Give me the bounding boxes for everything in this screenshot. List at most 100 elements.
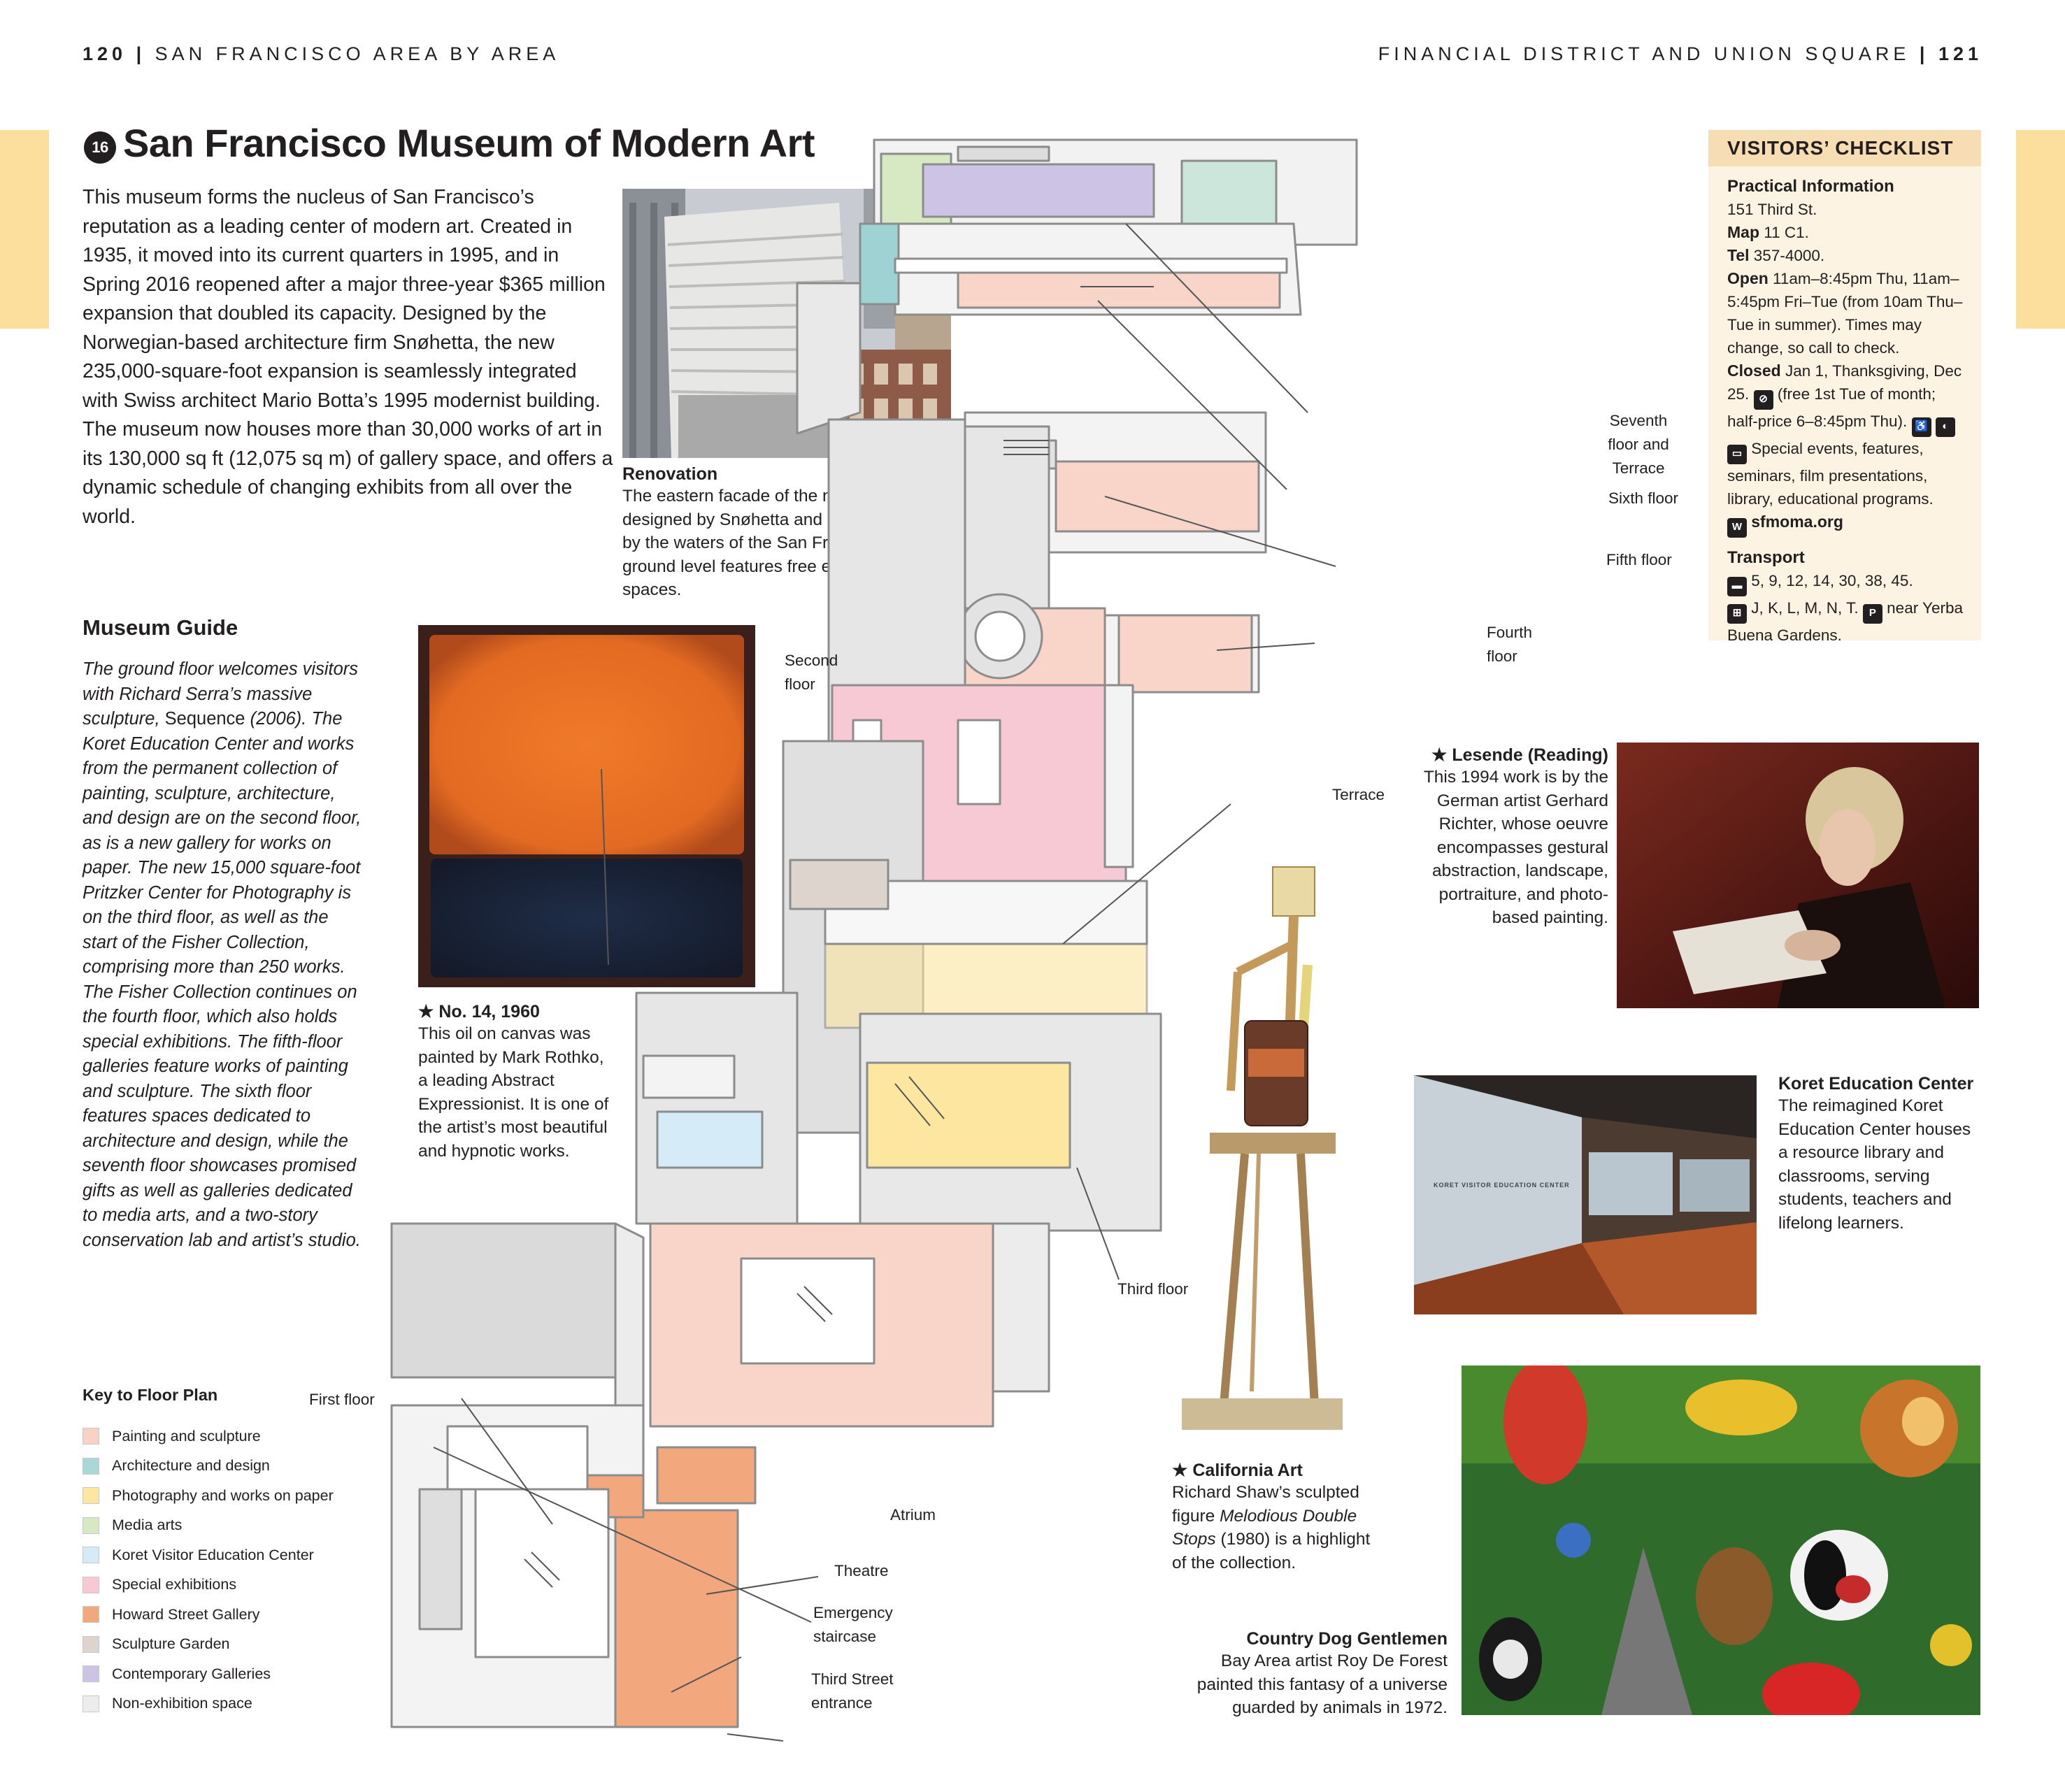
right-section-title: FINANCIAL DISTRICT AND UNION SQUARE	[1378, 43, 1910, 64]
key-label: Koret Visitor Education Center	[112, 1546, 314, 1563]
key-item: Painting and sculpture	[83, 1421, 334, 1451]
label-terrace: Terrace	[1332, 786, 1385, 803]
events-icon: ▭	[1727, 445, 1747, 464]
tel-label: Tel	[1727, 246, 1750, 264]
checklist-heading: VISITORS’ CHECKLIST	[1708, 130, 1981, 166]
left-page-number: 120	[83, 43, 127, 64]
key-item: Photography and works on paper	[83, 1481, 334, 1511]
country-dog-painting	[1462, 1365, 1980, 1715]
address: 151 Third St.	[1727, 201, 1817, 218]
key-title: Key to Floor Plan	[83, 1386, 218, 1404]
label-theatre: Theatre	[834, 1562, 889, 1579]
richter-painting	[1617, 743, 1979, 1008]
country-dog-caption-title: Country Dog Gentlemen	[1246, 1629, 1448, 1649]
label-seventh-floor: Seventh floor and Terrace	[1608, 412, 1669, 477]
key-label: Photography and works on paper	[112, 1486, 334, 1504]
california-work-title: Melodious Double Stops	[1172, 1506, 1357, 1549]
california-art-caption: ★ California Art Richard Shaw’s sculpted…	[1172, 1460, 1389, 1575]
museum-guide-text: The ground floor welcomes visitors with …	[83, 657, 362, 1253]
label-first-floor: First floor	[309, 1391, 375, 1408]
muni-value: J, K, L, M, N, T.	[1751, 599, 1859, 617]
key-label: Sculpture Garden	[112, 1635, 230, 1653]
right-running-head: FINANCIAL DISTRICT AND UNION SQUARE | 12…	[1378, 43, 1982, 64]
california-art-caption-title: ★ California Art	[1172, 1461, 1303, 1480]
rothko-caption-text: This oil on canvas was painted by Mark R…	[418, 1024, 609, 1161]
california-text-after: (1980) is a highlight of the collection.	[1172, 1530, 1371, 1572]
label-emergency-staircase: Emergency staircase	[813, 1604, 893, 1645]
key-swatch	[83, 1665, 99, 1683]
left-running-head: 120 | SAN FRANCISCO AREA BY AREA	[83, 43, 560, 64]
country-dog-caption: Country Dog Gentlemen Bay Area artist Ro…	[1161, 1629, 1448, 1720]
tel-line: Tel 357-4000.	[1727, 244, 1981, 267]
rothko-painting	[418, 625, 755, 987]
key-swatch	[83, 1487, 99, 1505]
key-label: Architecture and design	[112, 1457, 270, 1475]
museum-guide-heading: Museum Guide	[83, 615, 238, 640]
key-label: Howard Street Gallery	[112, 1605, 260, 1623]
richter-caption: ★ Lesende (Reading) This 1994 work is by…	[1413, 745, 1608, 930]
no-photography-icon: ⊘	[1753, 390, 1773, 410]
koret-caption: Koret Education Center The reimagined Ko…	[1778, 1074, 1981, 1235]
key-item: Non-exhibition space	[83, 1689, 334, 1719]
muni-icon: ⊞	[1727, 604, 1747, 624]
fee-value: (free 1st Tue of month; half-price 6–8:4…	[1727, 385, 1936, 430]
key-swatch	[83, 1428, 99, 1445]
koret-caption-text: The reimagined Koret Education Center ho…	[1778, 1096, 1971, 1233]
country-dog-caption-text: Bay Area artist Roy De Forest painted th…	[1196, 1651, 1448, 1717]
koret-photo	[1414, 1075, 1757, 1314]
intro-paragraph: This museum forms the nucleus of San Fra…	[83, 186, 613, 528]
closed-value: Jan 1, Thanksgiving, Dec 25.	[1727, 362, 1962, 403]
bus-icon: ▬	[1727, 577, 1747, 596]
key-label: Media arts	[112, 1517, 183, 1534]
open-value: 11am–8:45pm Thu, 11am–5:45pm Fri–Tue (fr…	[1727, 270, 1963, 357]
key-item: Architecture and design	[83, 1451, 334, 1482]
koret-caption-title: Koret Education Center	[1778, 1074, 1974, 1094]
label-third-floor: Third floor	[1117, 1280, 1189, 1298]
label-third-street-entrance: Third Street entrance	[811, 1670, 894, 1712]
key-swatch	[83, 1547, 99, 1564]
website-line: W sfmoma.org	[1727, 510, 1981, 538]
key-item: Howard Street Gallery	[83, 1600, 334, 1630]
right-page-number: 121	[1938, 43, 1982, 64]
events-value: Special events, features, seminars, film…	[1727, 440, 1934, 508]
key-swatch	[83, 1606, 99, 1623]
closed-label: Closed	[1727, 361, 1781, 380]
audio-guide-icon: ◐	[1935, 417, 1955, 437]
entry-number-badge: 16	[84, 131, 116, 164]
key-label: Painting and sculpture	[112, 1427, 261, 1445]
label-sixth-floor: Sixth floor	[1608, 489, 1679, 507]
map-line: Map 11 C1.	[1727, 221, 1981, 244]
open-label: Open	[1727, 269, 1769, 287]
rothko-caption-title: ★ No. 14, 1960	[418, 1002, 540, 1022]
label-fifth-floor: Fifth floor	[1606, 551, 1672, 568]
koret-screen-text: KORET VISITOR EDUCATION CENTER	[1434, 1182, 1570, 1189]
key-swatch	[83, 1457, 99, 1475]
rothko-caption: ★ No. 14, 1960 This oil on canvas was pa…	[418, 1001, 614, 1163]
parking-value: near Yerba Buena Gardens.	[1727, 599, 1964, 644]
label-second-floor: Second floor	[785, 652, 838, 693]
guide-text-after: (2006). The Koret Education Center and w…	[83, 709, 362, 1250]
parking-icon: P	[1862, 604, 1882, 624]
muni-line: ⊞ J, K, L, M, N, T. P near Yerba Buena G…	[1727, 596, 1965, 647]
website-icon: W	[1727, 518, 1747, 538]
key-label: Contemporary Galleries	[112, 1665, 271, 1682]
california-art-sculpture	[1175, 860, 1357, 1433]
label-atrium: Atrium	[890, 1506, 936, 1524]
tel-value: 357-4000.	[1753, 247, 1825, 264]
key-label: Non-exhibition space	[112, 1695, 252, 1712]
bus-value: 5, 9, 12, 14, 30, 38, 45.	[1751, 572, 1913, 589]
guide-text-before: The ground floor welcomes visitors with …	[83, 659, 358, 729]
key-label: Special exhibitions	[112, 1576, 237, 1593]
visitors-checklist: VISITORS’ CHECKLIST Practical Informatio…	[1708, 130, 1981, 644]
richter-caption-title: ★ Lesende (Reading)	[1431, 745, 1608, 765]
transport-title: Transport	[1727, 548, 1805, 567]
richter-caption-text: This 1994 work is by the German artist G…	[1423, 768, 1608, 927]
key-swatch	[83, 1695, 99, 1712]
california-text-before: Richard Shaw’s sculpted figure	[1172, 1483, 1359, 1526]
key-item: Koret Visitor Education Center	[83, 1540, 334, 1570]
map-value: 11 C1.	[1764, 224, 1809, 241]
website[interactable]: sfmoma.org	[1751, 512, 1843, 531]
key-item: Sculpture Garden	[83, 1630, 334, 1660]
events-line: ▭ Special events, features, seminars, fi…	[1727, 437, 1965, 510]
left-section-title: SAN FRANCISCO AREA BY AREA	[155, 43, 560, 64]
